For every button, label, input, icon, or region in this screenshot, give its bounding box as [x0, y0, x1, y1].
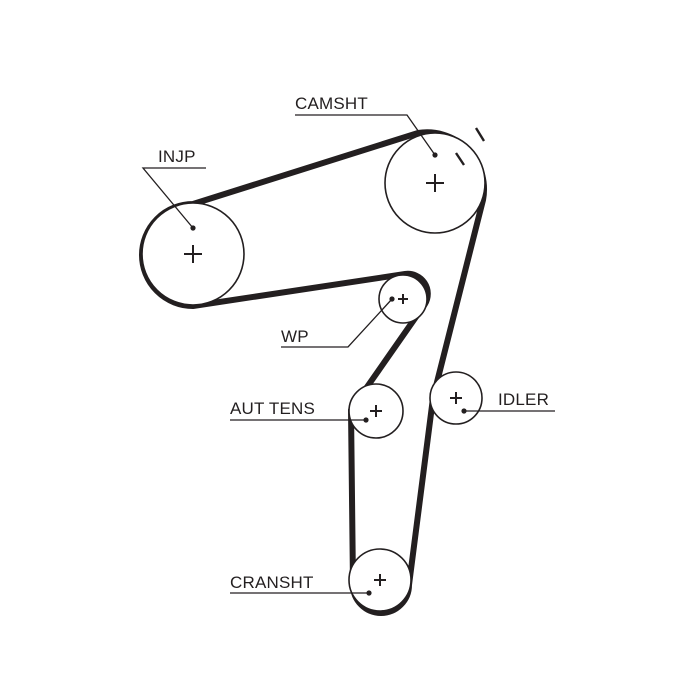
auto-tensioner-pulley — [348, 383, 404, 439]
idler-leader — [461, 408, 555, 414]
camshaft-leader — [295, 114, 438, 158]
plus-icon — [374, 574, 386, 586]
plus-icon — [398, 294, 408, 304]
crankshaft-label: CRANSHT — [230, 573, 314, 592]
plus-icon — [450, 392, 462, 404]
injection-pump-pulley — [141, 202, 245, 306]
injection-pump-leader — [141, 167, 206, 231]
water-pump-leader — [281, 296, 395, 348]
auto-tensioner-leader — [230, 417, 369, 423]
crankshaft-leader — [230, 590, 372, 596]
timing-mark-icon — [455, 127, 486, 166]
water-pump-label: WP — [281, 327, 309, 346]
auto-tensioner-label: AUT TENS — [230, 399, 315, 418]
idler-pulley — [429, 371, 483, 425]
water-pump-pulley — [378, 274, 428, 324]
camshaft-pulley — [384, 132, 486, 234]
camshaft-label: CAMSHT — [295, 94, 368, 113]
idler-label: IDLER — [498, 390, 549, 409]
plus-icon — [426, 174, 444, 192]
injection-pump-label: INJP — [158, 147, 196, 166]
plus-icon — [184, 245, 202, 263]
crankshaft-pulley — [348, 548, 412, 612]
plus-icon — [370, 405, 382, 417]
